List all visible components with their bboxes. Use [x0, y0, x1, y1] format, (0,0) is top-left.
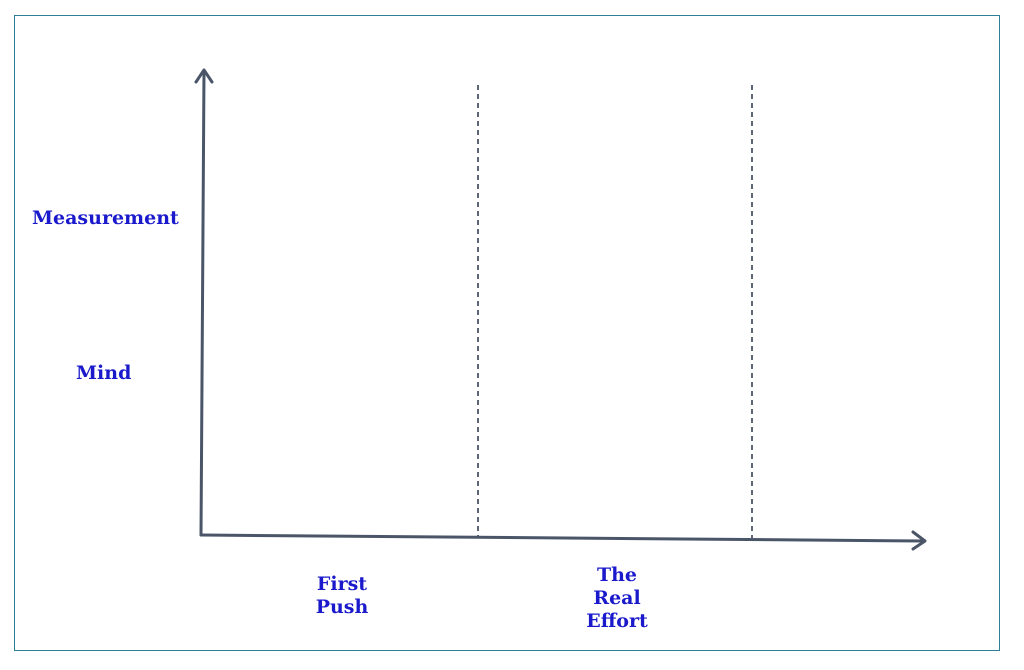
x-label-first-push: First Push [315, 573, 369, 618]
x-label-real-effort: The Real Effort [586, 564, 648, 632]
y-axis-arrowhead [194, 68, 214, 84]
y-label-mind: Mind [76, 362, 132, 384]
diagram-frame [14, 15, 1000, 651]
y-label-measurement: Measurement [32, 207, 179, 229]
x-axis [199, 533, 926, 543]
x-axis-arrowhead [911, 530, 927, 551]
y-axis [199, 70, 206, 537]
